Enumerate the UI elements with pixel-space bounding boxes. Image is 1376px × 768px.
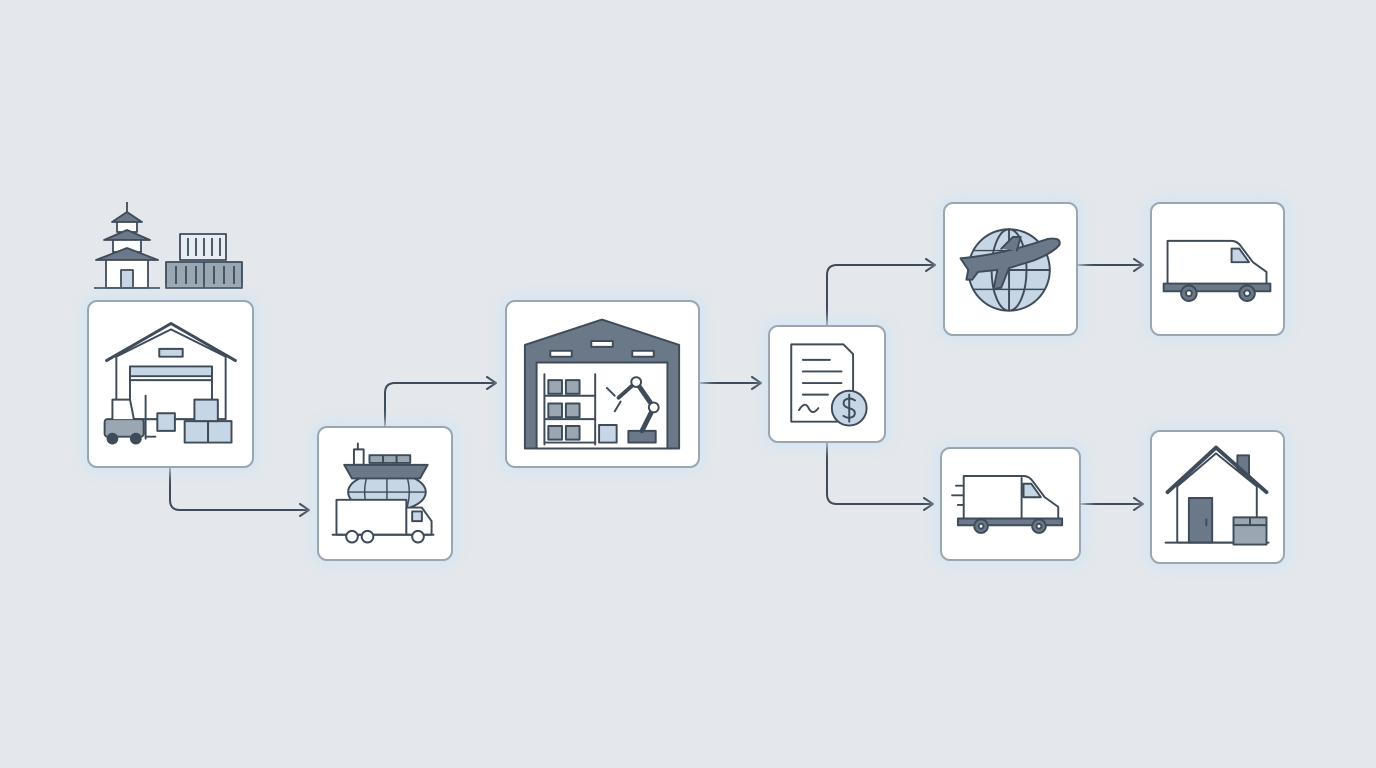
pagoda-icon — [94, 202, 160, 289]
package-icon — [1232, 516, 1268, 546]
ground-delivery-van-node — [940, 447, 1081, 561]
air-freight-node — [943, 202, 1078, 336]
airplane-icon — [959, 236, 1061, 291]
boxes-icon — [156, 398, 233, 444]
home-delivery-graphic — [1164, 445, 1270, 546]
customs-invoice-graphic — [790, 343, 868, 427]
delivery-van-icon — [1162, 239, 1272, 302]
edge-customs-to-air — [826, 258, 936, 325]
shipping-container-icon — [165, 233, 243, 289]
origin-factory-graphic — [103, 322, 237, 445]
fast-delivery-van-graphic — [951, 475, 1064, 534]
air-delivery-van-node — [1150, 202, 1285, 336]
fulfillment-center-node — [505, 300, 700, 468]
edge-freight-to-fulfillment — [384, 376, 497, 426]
robotic-arm-icon — [605, 376, 660, 444]
fulfillment-center-graphic — [523, 318, 681, 450]
edge-customs-to-ground — [826, 443, 934, 511]
truck-icon — [331, 498, 435, 544]
fast-delivery-van-icon — [951, 475, 1064, 534]
cargo-ship-icon — [343, 442, 429, 480]
edge-origin-to-freight — [169, 468, 310, 517]
home-delivery-node — [1150, 430, 1285, 564]
shelving-icon — [543, 373, 618, 446]
dollar-coin-icon — [830, 389, 868, 427]
forklift-icon — [103, 394, 157, 445]
origin-landmarks — [94, 202, 243, 289]
international-freight-graphic — [331, 442, 435, 544]
origin-factory-node — [87, 300, 254, 468]
international-freight-node — [317, 426, 453, 561]
air-freight-graphic — [959, 228, 1061, 312]
delivery-van-graphic — [1162, 239, 1272, 302]
customs-invoice-node — [768, 325, 886, 443]
